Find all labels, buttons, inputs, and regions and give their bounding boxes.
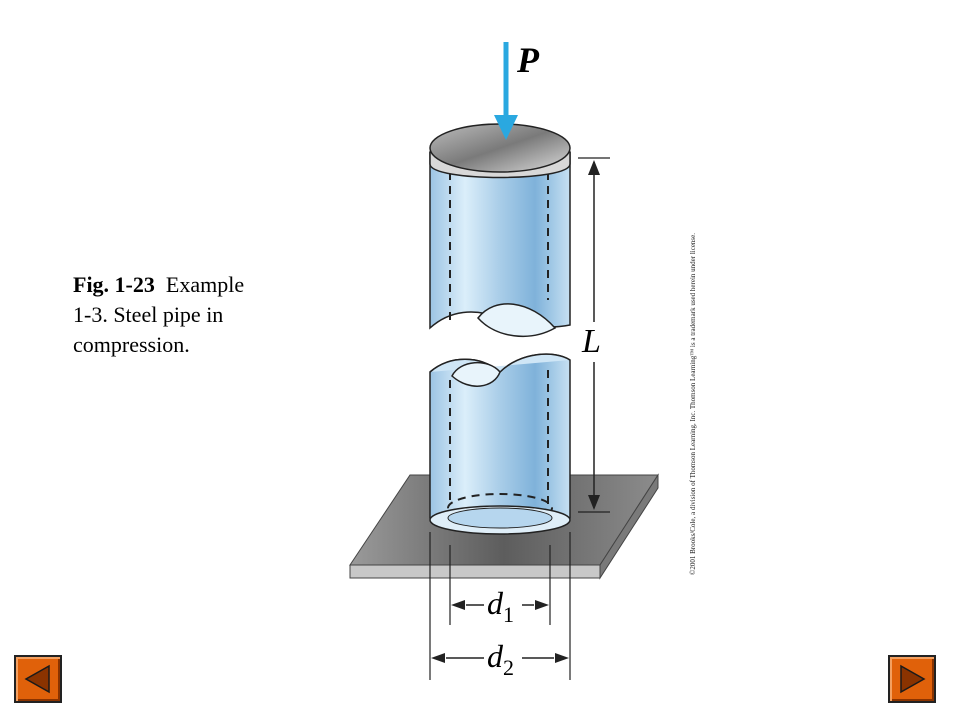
copyright-text: ©2001 Brooks/Cole, a division of Thomson… [689, 232, 697, 575]
figure-number: Fig. 1-23 [73, 272, 155, 297]
length-dimension [578, 157, 610, 513]
outer-diameter-label: d2 [487, 638, 514, 680]
diameter-dimensions [429, 532, 571, 680]
previous-slide-button[interactable] [14, 655, 62, 703]
length-label: L [581, 323, 601, 360]
upper-pipe-segment [429, 123, 571, 338]
caption-text-3: compression. [73, 332, 190, 357]
load-arrow [494, 42, 518, 140]
lower-pipe-segment [429, 353, 571, 535]
load-label: P [516, 40, 540, 80]
caption-text-2: 1-3. Steel pipe in [73, 302, 224, 327]
inner-diameter-label: d1 [487, 585, 514, 627]
caption-text-1: Example [165, 272, 245, 297]
triangle-left-icon [24, 664, 50, 694]
figure-caption: Fig. 1-23 Example 1-3. Steel pipe in com… [73, 270, 303, 360]
triangle-right-icon [900, 664, 926, 694]
copyright-notice: ©2001 Brooks/Cole, a division of Thomson… [689, 175, 701, 575]
steel-pipe-diagram: P L d1 d2 [349, 40, 659, 680]
next-slide-button[interactable] [888, 655, 936, 703]
